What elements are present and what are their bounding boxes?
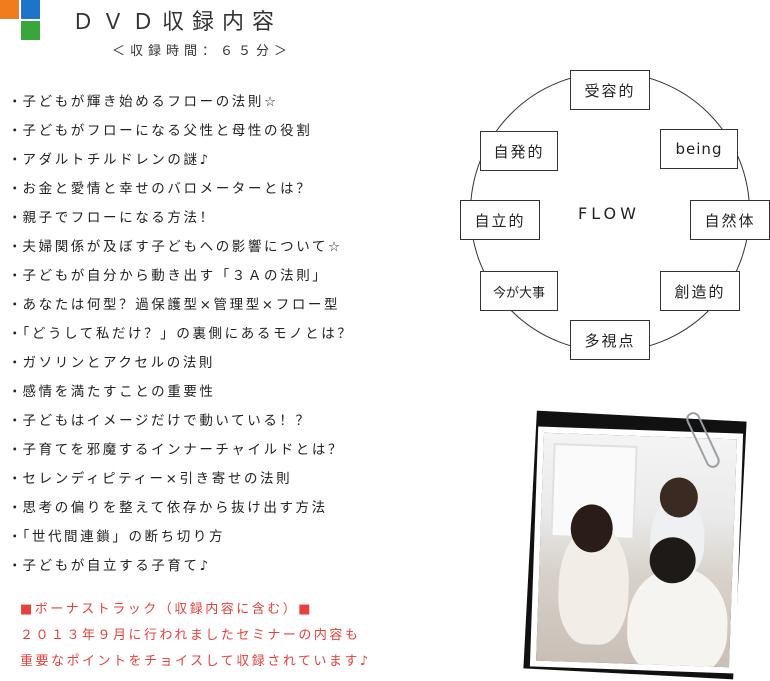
logo-square-green xyxy=(21,21,40,40)
logo-square-orange xyxy=(0,0,19,19)
logo xyxy=(0,0,40,40)
node-upper-left: 自発的 xyxy=(480,131,558,171)
list-item: 子どもがフローになる父性と母性の役割 xyxy=(8,121,353,150)
page-title: ＤＶＤ収録内容 xyxy=(72,10,283,35)
recording-time: ＜収録時間：６５分＞ xyxy=(112,44,293,59)
list-item: 子どもはイメージだけで動いている！？ xyxy=(8,411,353,440)
node-lower-right: 創造的 xyxy=(660,271,740,311)
node-right: 自然体 xyxy=(690,200,770,240)
list-item: 子どもが輝き始めるフローの法則☆ xyxy=(8,92,353,121)
node-upper-right: being xyxy=(660,129,738,169)
list-item: 「どうして私だけ？」の裏側にあるモノとは？ xyxy=(8,324,353,353)
node-lower-left: 今が大事 xyxy=(480,271,558,311)
list-item: 「世代間連鎖」の断ち切り方 xyxy=(8,527,353,556)
list-item: 子どもが自分から動き出す「３Ａの法則」 xyxy=(8,266,353,295)
topic-list: 子どもが輝き始めるフローの法則☆ 子どもがフローになる父性と母性の役割 アダルト… xyxy=(8,92,353,585)
list-item: アダルトチルドレンの謎♪ xyxy=(8,150,353,179)
list-item: 思考の偏りを整えて依存から抜け出す方法 xyxy=(8,498,353,527)
bonus-heading: ■ボーナストラック（収録内容に含む）■ xyxy=(20,602,314,617)
bonus-line-2: 重要なポイントをチョイスして収録されています♪ xyxy=(20,654,371,669)
list-item: セレンディピティー×引き寄せの法則 xyxy=(8,469,353,498)
logo-square-blue xyxy=(21,0,40,19)
list-item: 親子でフローになる方法！ xyxy=(8,208,353,237)
list-item: 夫婦関係が及ぼす子どもへの影響について☆ xyxy=(8,237,353,266)
node-bottom: 多視点 xyxy=(570,320,650,360)
node-left: 自立的 xyxy=(460,200,540,240)
list-item: お金と愛情と幸せのバロメーターとは？ xyxy=(8,179,353,208)
family-photo xyxy=(520,409,750,680)
node-top: 受容的 xyxy=(570,70,650,110)
list-item: あなたは何型？過保護型×管理型×フロー型 xyxy=(8,295,353,324)
bonus-line-1: ２０１３年９月に行われましたセミナーの内容も xyxy=(20,628,361,643)
list-item: 子育てを邪魔するインナーチャイルドとは？ xyxy=(8,440,353,469)
bonus-track: ■ボーナストラック（収録内容に含む）■ ２０１３年９月に行われましたセミナーの内… xyxy=(20,600,371,678)
list-item: 子どもが自立する子育て♪ xyxy=(8,556,353,585)
list-item: 感情を満たすことの重要性 xyxy=(8,382,353,411)
list-item: ガソリンとアクセルの法則 xyxy=(8,353,353,382)
flow-center-label: FLOW xyxy=(578,204,640,223)
